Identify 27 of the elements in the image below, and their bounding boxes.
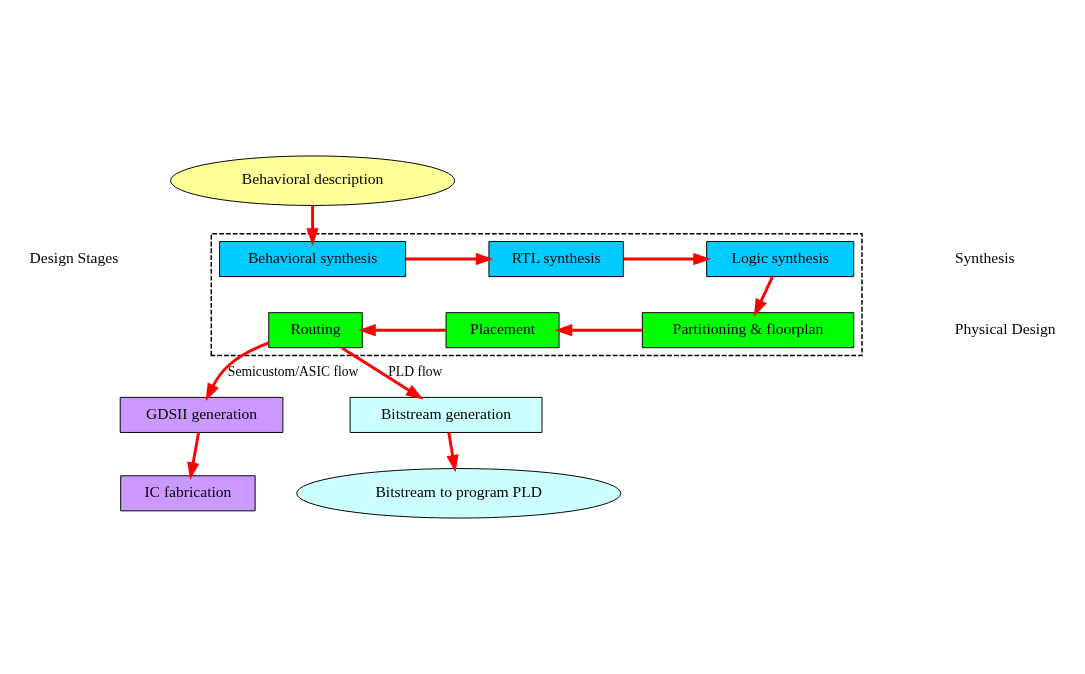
arrow: [405, 252, 494, 266]
node-box: Behavioral synthesis: [219, 241, 407, 278]
label: Synthesis: [954, 248, 1015, 266]
edge-label: PLD flow: [388, 364, 443, 380]
arrow: [358, 324, 446, 337]
arrow: [623, 252, 711, 266]
arrow: [341, 346, 424, 400]
node-ellipse: Behavioral description: [170, 155, 456, 206]
arrow: [554, 324, 643, 337]
cluster: [210, 233, 863, 357]
label: Design Stages: [29, 248, 119, 266]
node-box: Logic synthesis: [706, 241, 855, 278]
node-box: Bitstream generation: [349, 396, 543, 433]
label: Physical Design: [954, 319, 1056, 337]
arrow: [446, 432, 459, 473]
node-box: Placement: [445, 312, 560, 349]
arrow: [205, 341, 270, 402]
node-box: Partitioning & floorplan: [641, 312, 855, 349]
arrow: [753, 276, 774, 317]
node-box: GDSII generation: [119, 396, 284, 433]
edge-label: Semicustom/ASIC flow: [227, 364, 359, 380]
node-box: RTL synthesis: [488, 241, 624, 278]
node-box: IC fabrication: [120, 475, 256, 512]
arrow: [187, 432, 201, 480]
node-ellipse: Bitstream to program PLD: [296, 468, 622, 519]
node-box: Routing: [268, 312, 363, 349]
arrow: [306, 205, 319, 246]
